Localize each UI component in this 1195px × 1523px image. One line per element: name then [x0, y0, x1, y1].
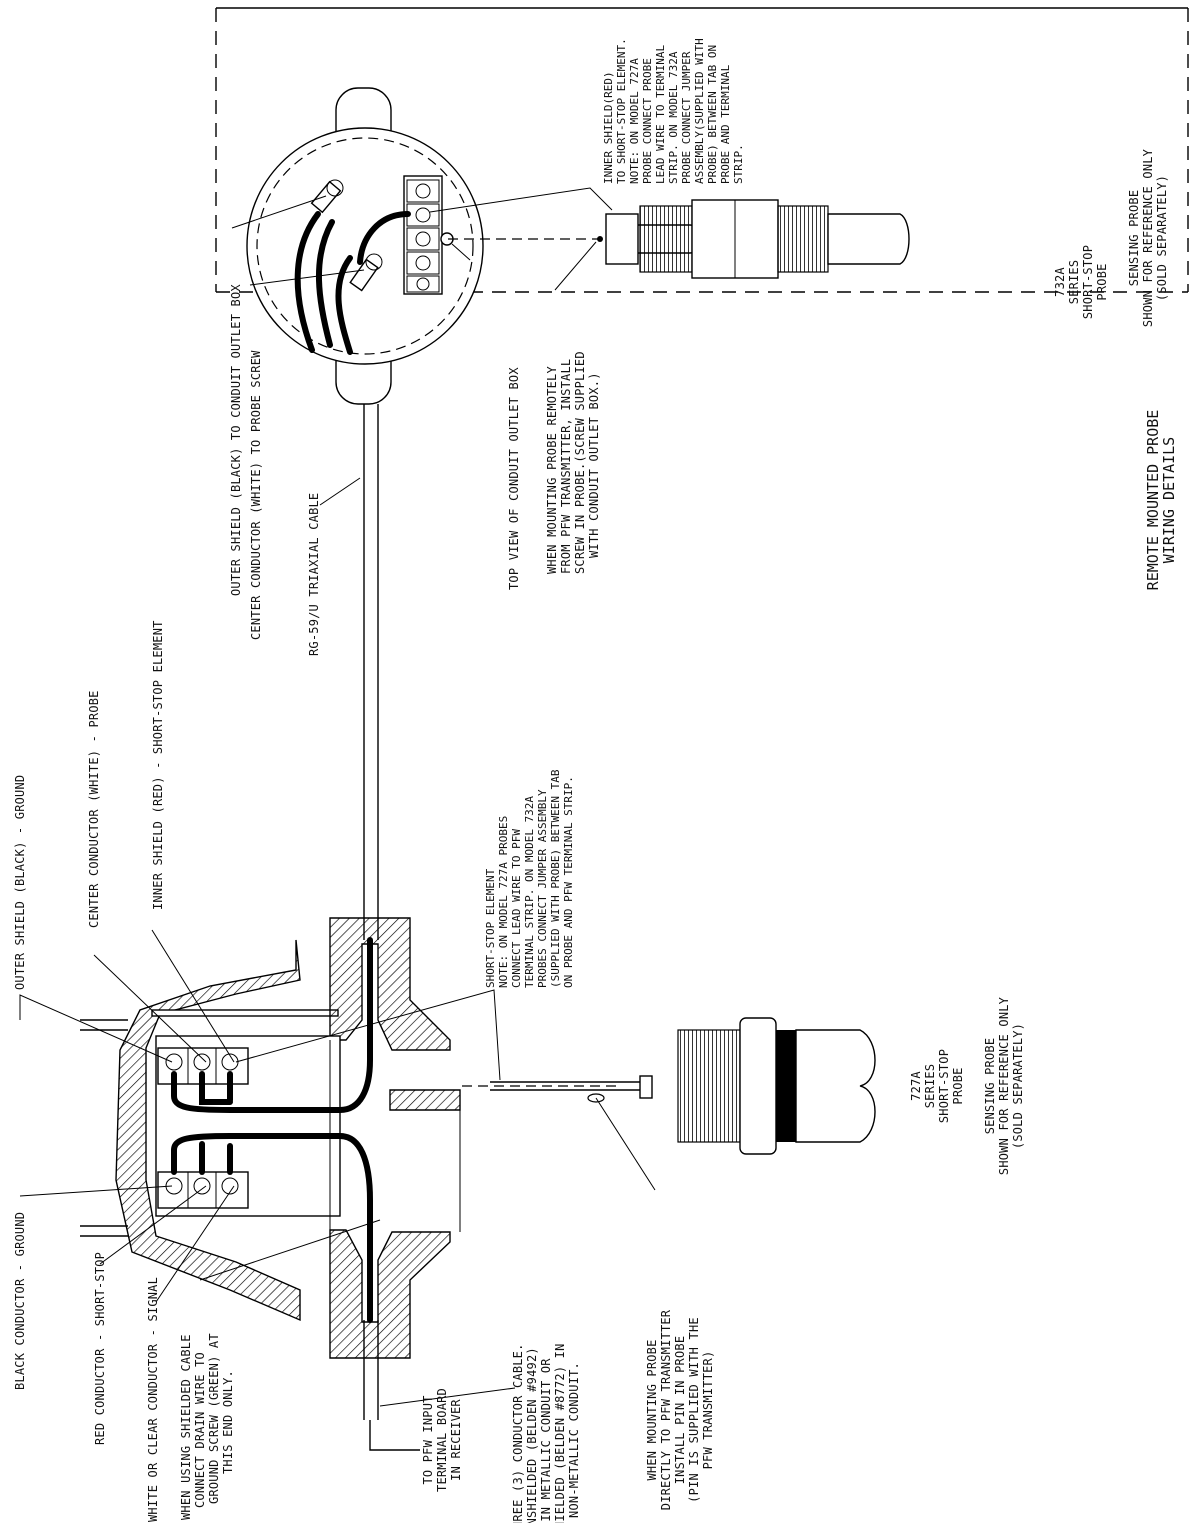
- svg-text:PROBE: PROBE: [951, 1067, 965, 1104]
- svg-text:TERMINAL BOARD: TERMINAL BOARD: [435, 1388, 449, 1492]
- svg-text:PROBE CONNECT PROBE: PROBE CONNECT PROBE: [641, 58, 654, 184]
- label-mount-direct: WHEN MOUNTING PROBE DIRECTLY TO PFW TRAN…: [645, 1309, 715, 1510]
- svg-text:INSTALL PIN IN PROBE: INSTALL PIN IN PROBE: [673, 1336, 687, 1485]
- label-short-stop-local: SHORT-STOP ELEMENT NOTE: ON MODEL 727A P…: [484, 769, 575, 988]
- svg-text:DIRECTLY TO PFW TRANSMITTER: DIRECTLY TO PFW TRANSMITTER: [659, 1309, 673, 1510]
- three-conductor-cable: [363, 1320, 420, 1451]
- label-black-conductor: BLACK CONDUCTOR - GROUND: [13, 1212, 27, 1390]
- svg-text:GROUND SCREW (GREEN) AT: GROUND SCREW (GREEN) AT: [207, 1333, 221, 1504]
- svg-text:WITH CONDUIT OUTLET BOX.): WITH CONDUIT OUTLET BOX.): [587, 372, 601, 558]
- svg-text:FROM PFW TRANSMITTER, INSTALL: FROM PFW TRANSMITTER, INSTALL: [559, 359, 573, 574]
- label-probe-727a: 727A SERIES SHORT-STOP PROBE: [909, 1049, 965, 1123]
- svg-text:SHORT-STOP: SHORT-STOP: [937, 1049, 951, 1123]
- svg-text:NOTE: ON MODEL 727A: NOTE: ON MODEL 727A: [628, 58, 641, 184]
- label-top-view: TOP VIEW OF CONDUIT OUTLET BOX: [507, 367, 521, 590]
- svg-text:(SOLD SEPARATELY): (SOLD SEPARATELY): [1155, 175, 1169, 301]
- svg-text:(SUPPLIED WITH PROBE) BETWEEN: (SUPPLIED WITH PROBE) BETWEEN TAB: [549, 769, 562, 988]
- svg-text:SENSING PROBE: SENSING PROBE: [983, 1038, 997, 1135]
- svg-text:ON PROBE AND PFW TERMINAL STRI: ON PROBE AND PFW TERMINAL STRIP.: [562, 776, 575, 988]
- svg-text:CONNECT DRAIN WIRE TO: CONNECT DRAIN WIRE TO: [193, 1352, 207, 1508]
- transmitter-section: [19, 917, 876, 1451]
- remote-terminal-strip: [403, 175, 443, 295]
- svg-text:PROBE: PROBE: [1095, 263, 1109, 300]
- svg-text:NON-METALLIC CONDUIT.: NON-METALLIC CONDUIT.: [567, 1362, 581, 1518]
- svg-text:PROBE) BETWEEN TAB ON: PROBE) BETWEEN TAB ON: [706, 45, 719, 184]
- label-three-conductor: THREE (3) CONDUCTOR CABLE. UNSHIELDED (B…: [511, 1343, 581, 1523]
- svg-text:(PIN IS SUPPLIED WITH THE: (PIN IS SUPPLIED WITH THE: [687, 1317, 701, 1503]
- label-pfw-input: TO PFW INPUT TERMINAL BOARD IN RECEIVER: [421, 1388, 463, 1492]
- svg-text:PFW TRANSMITTER): PFW TRANSMITTER): [701, 1351, 715, 1470]
- svg-text:SENSING PROBE: SENSING PROBE: [1127, 190, 1141, 287]
- probe-727a: [490, 1017, 876, 1155]
- rg59-cable: [363, 404, 379, 940]
- svg-text:ASSEMBLY(SUPPLIED WITH: ASSEMBLY(SUPPLIED WITH: [693, 38, 706, 184]
- conduit-outlet-box: [246, 87, 484, 405]
- svg-text:PROBE CONNECT JUMPER: PROBE CONNECT JUMPER: [680, 51, 693, 184]
- label-rg59-cable: RG-59/U TRIAXIAL CABLE: [307, 493, 321, 656]
- label-red-conductor: RED CONDUCTOR - SHORT-STOP: [93, 1252, 107, 1445]
- svg-text:WIRING DETAILS: WIRING DETAILS: [1160, 437, 1178, 563]
- label-center-conductor-local: CENTER CONDUCTOR (WHITE) - PROBE: [87, 690, 101, 928]
- svg-text:WHEN USING SHIELDED CABLE: WHEN USING SHIELDED CABLE: [179, 1334, 193, 1520]
- label-outer-shield-remote: OUTER SHIELD (BLACK) TO CONDUIT OUTLET B…: [229, 284, 243, 596]
- svg-text:TO PFW INPUT: TO PFW INPUT: [421, 1395, 435, 1484]
- svg-text:PROBE AND TERMINAL: PROBE AND TERMINAL: [719, 64, 732, 184]
- svg-text:IN RECEIVER: IN RECEIVER: [449, 1399, 463, 1481]
- probe-732a: [605, 199, 910, 279]
- lug-upper: [310, 179, 344, 214]
- svg-text:STRIP. ON MODEL 732A: STRIP. ON MODEL 732A: [667, 51, 680, 184]
- svg-text:(SOLD SEPARATELY): (SOLD SEPARATELY): [1011, 1023, 1025, 1149]
- label-probe-732a: 732A SERIES SHORT-STOP PROBE: [1053, 245, 1109, 319]
- label-sensing-probe-local: SENSING PROBE SHOWN FOR REFERENCE ONLY (…: [983, 996, 1025, 1175]
- label-remote-title: REMOTE MOUNTED PROBE WIRING DETAILS: [1144, 410, 1178, 591]
- svg-text:SHOWN FOR REFERENCE ONLY: SHOWN FOR REFERENCE ONLY: [1141, 148, 1155, 327]
- svg-text:PROBES CONNECT JUMPER ASSEMBLY: PROBES CONNECT JUMPER ASSEMBLY: [536, 789, 549, 988]
- label-center-conductor-remote: CENTER CONDUCTOR (WHITE) TO PROBE SCREW: [249, 350, 263, 640]
- svg-text:WHEN MOUNTING PROBE REMOTELY: WHEN MOUNTING PROBE REMOTELY: [545, 366, 559, 574]
- lower-terminal-strip: [157, 1171, 249, 1209]
- label-inner-shield-local: INNER SHIELD (RED) - SHORT-STOP ELEMENT: [151, 620, 165, 910]
- svg-text:SCREW IN PROBE.(SCREW SUPPLIED: SCREW IN PROBE.(SCREW SUPPLIED: [573, 351, 587, 574]
- label-outer-shield-local: OUTER SHIELD (BLACK) - GROUND: [13, 775, 27, 990]
- svg-text:732A: 732A: [1053, 267, 1067, 297]
- svg-text:TO SHORT-STOP ELEMENT.: TO SHORT-STOP ELEMENT.: [615, 38, 628, 184]
- label-white-conductor: WHITE OR CLEAR CONDUCTOR - SIGNAL: [146, 1277, 160, 1522]
- label-mount-remote: WHEN MOUNTING PROBE REMOTELY FROM PFW TR…: [545, 351, 601, 574]
- svg-text:THREE (3) CONDUCTOR CABLE.: THREE (3) CONDUCTOR CABLE.: [511, 1343, 525, 1523]
- svg-text:SHIELDED (BELDEN #8772) IN: SHIELDED (BELDEN #8772) IN: [553, 1343, 567, 1523]
- svg-text:SERIES: SERIES: [923, 1064, 937, 1109]
- svg-text:THIS END ONLY.: THIS END ONLY.: [221, 1370, 235, 1474]
- svg-text:WHEN MOUNTING PROBE: WHEN MOUNTING PROBE: [645, 1339, 659, 1480]
- svg-text:727A: 727A: [909, 1071, 923, 1101]
- svg-text:UNSHIELDED (BELDEN #9492): UNSHIELDED (BELDEN #9492): [525, 1347, 539, 1523]
- label-inner-shield-remote: INNER SHIELD(RED) TO SHORT-STOP ELEMENT.…: [602, 38, 745, 184]
- svg-text:LEAD WIRE TO TERMINAL: LEAD WIRE TO TERMINAL: [654, 45, 667, 184]
- svg-text:TERMINAL STRIP. ON MODEL 732A: TERMINAL STRIP. ON MODEL 732A: [523, 796, 536, 988]
- svg-text:SHOWN FOR REFERENCE ONLY: SHOWN FOR REFERENCE ONLY: [997, 996, 1011, 1175]
- svg-text:IN METALLIC CONDUIT OR: IN METALLIC CONDUIT OR: [539, 1358, 553, 1522]
- svg-text:SHORT-STOP: SHORT-STOP: [1081, 245, 1095, 319]
- label-shielded-cable: WHEN USING SHIELDED CABLE CONNECT DRAIN …: [179, 1333, 235, 1520]
- labels: BLACK CONDUCTOR - GROUND RED CONDUCTOR -…: [13, 38, 1178, 1523]
- svg-text:NOTE: ON MODEL 727A PROBES: NOTE: ON MODEL 727A PROBES: [497, 816, 510, 988]
- svg-text:CONNECT LEAD WIRE TO PFW: CONNECT LEAD WIRE TO PFW: [510, 829, 523, 988]
- svg-text:SHORT-STOP ELEMENT: SHORT-STOP ELEMENT: [484, 868, 497, 988]
- svg-text:INNER SHIELD(RED): INNER SHIELD(RED): [602, 71, 615, 184]
- remote-section: [215, 7, 1189, 940]
- transmitter-cap: [80, 939, 339, 1322]
- svg-text:REMOTE MOUNTED PROBE: REMOTE MOUNTED PROBE: [1144, 410, 1162, 591]
- label-sensing-probe-remote: SENSING PROBE SHOWN FOR REFERENCE ONLY (…: [1127, 148, 1169, 327]
- svg-text:STRIP.: STRIP.: [732, 144, 745, 184]
- svg-text:SERIES: SERIES: [1067, 260, 1081, 305]
